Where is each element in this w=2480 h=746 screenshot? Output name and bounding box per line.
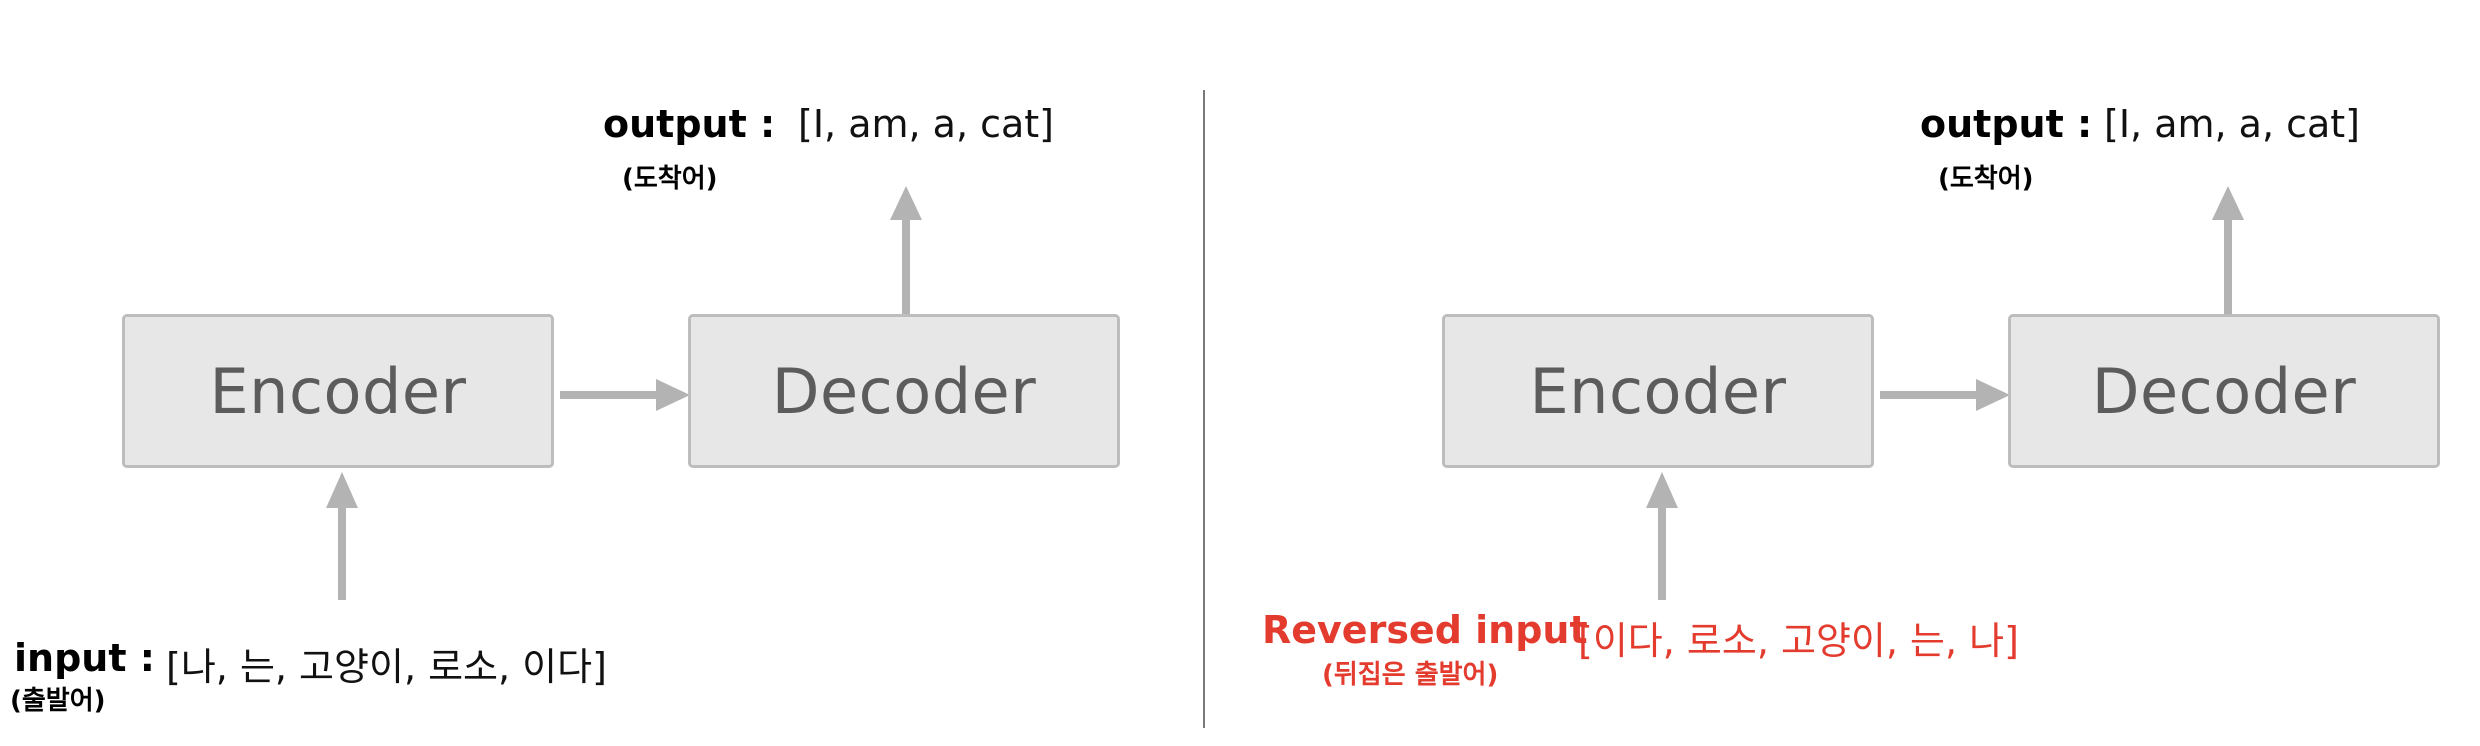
left-output-sublabel: (도착어) (622, 164, 718, 194)
right-input-sublabel: (뒤집은 출발어) (1322, 660, 1499, 690)
left-input-sublabel: (출발어) (10, 686, 106, 716)
right-encoder-label: Encoder (1529, 354, 1787, 428)
right-input-arrow (1646, 472, 1678, 600)
left-encoder-decoder-arrow (560, 379, 690, 411)
right-decoder-box: Decoder (2008, 314, 2440, 468)
left-encoder-box: Encoder (122, 314, 554, 468)
left-input-label: input : (14, 636, 155, 680)
panel-divider (1203, 90, 1205, 728)
right-encoder-decoder-arrow (1880, 379, 2010, 411)
right-input-sequence: [이다, 로소, 고양이, 는, 나] (1578, 619, 2019, 663)
right-decoder-label: Decoder (2091, 354, 2357, 428)
right-encoder-box: Encoder (1442, 314, 1874, 468)
left-output-label: output : (603, 102, 776, 146)
right-output-arrow (2212, 186, 2244, 316)
left-input-arrow (326, 472, 358, 600)
left-input-sequence: [나, 는, 고양이, 로소, 이다] (166, 645, 607, 689)
right-output-label: output : (1920, 102, 2093, 146)
left-decoder-box: Decoder (688, 314, 1120, 468)
right-input-label: Reversed input (1262, 608, 1588, 652)
right-output-sequence: [I, am, a, cat] (2104, 102, 2360, 146)
left-output-arrow (890, 186, 922, 316)
right-output-sublabel: (도착어) (1938, 164, 2034, 194)
left-output-sequence: [I, am, a, cat] (798, 102, 1054, 146)
left-decoder-label: Decoder (771, 354, 1037, 428)
left-encoder-label: Encoder (209, 354, 467, 428)
